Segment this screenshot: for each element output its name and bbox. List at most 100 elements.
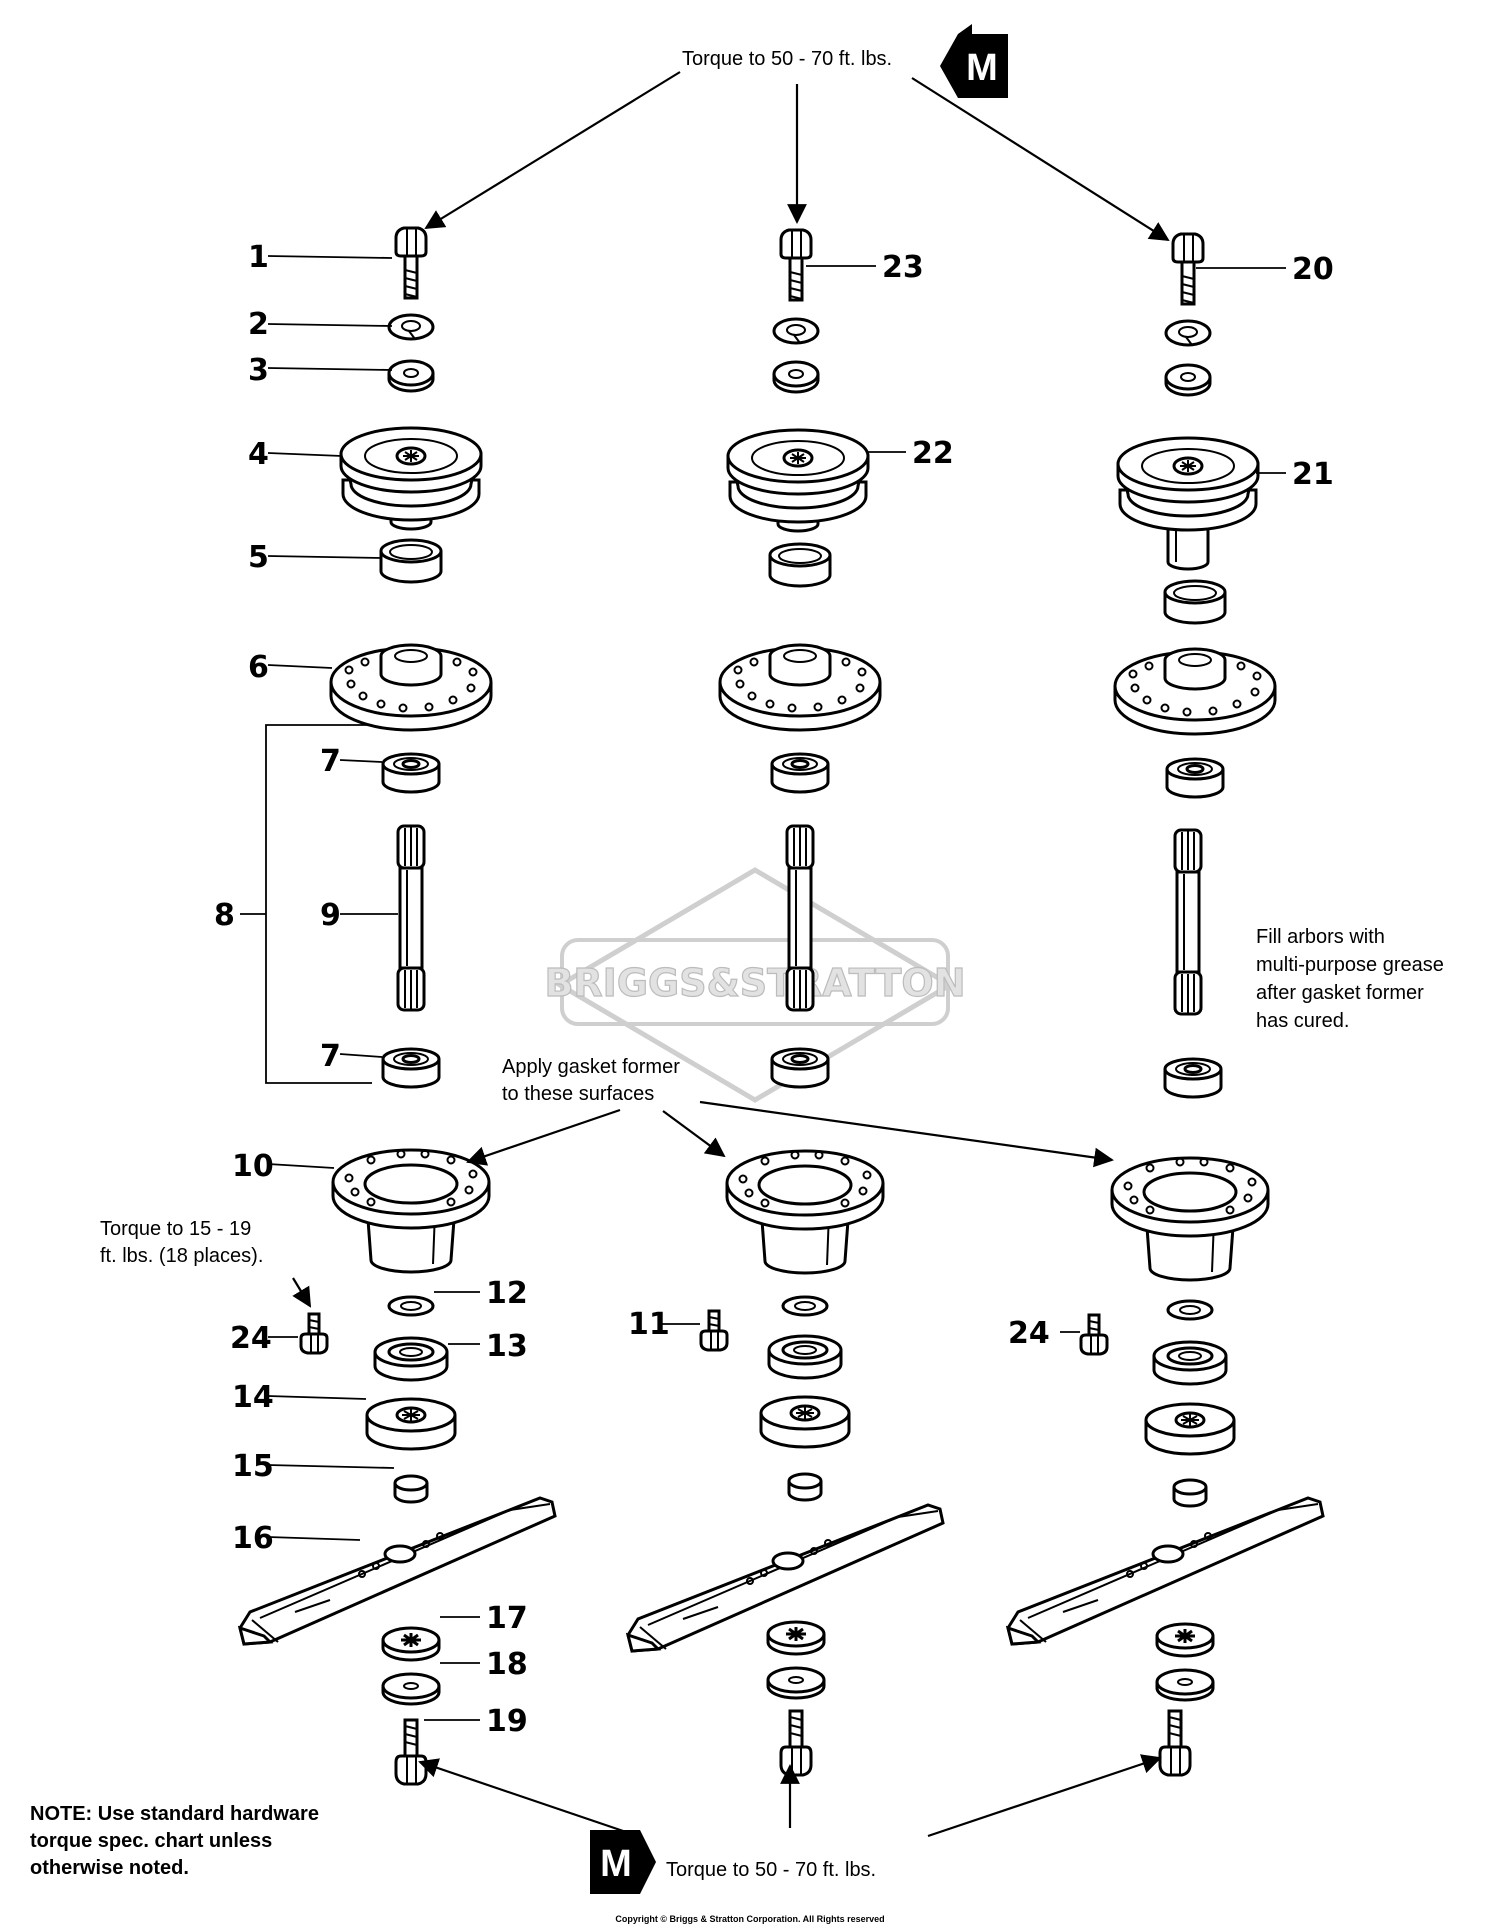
spacer-center [768, 542, 832, 588]
blade-bolt-right [1158, 1709, 1192, 1777]
part-number-22: 22 [912, 436, 954, 471]
part-number-5: 5 [248, 540, 269, 575]
part-number-16: 16 [232, 1521, 274, 1556]
part-number-15: 15 [232, 1449, 274, 1484]
pulley-22 [726, 428, 870, 533]
arbor-assembly-right [1006, 232, 1325, 1777]
spacer-small-center [787, 1472, 823, 1502]
spacer-15 [393, 1474, 429, 1504]
bearing-center-lower [770, 1047, 830, 1089]
blade-washer-18 [381, 1672, 441, 1706]
watermark-text: BRIGGS&STRATTON [544, 961, 965, 1005]
small-bolt-24-left [299, 1312, 329, 1355]
arbor-assembly-left [238, 226, 557, 1786]
upper-housing-center [718, 643, 882, 732]
brand-watermark: BRIGGS&STRATTON [544, 867, 966, 1103]
lock-washer-right [1164, 319, 1212, 347]
upper-housing-right [1113, 647, 1277, 736]
marker-m-top: M [966, 47, 998, 89]
hex-bolt-23 [779, 228, 813, 302]
arbor-shaft-center [785, 824, 815, 1012]
maintenance-marker-top: M [940, 24, 1008, 98]
part-number-24-right: 24 [1008, 1316, 1050, 1351]
blade-washer-center [766, 1666, 826, 1700]
part-number-23: 23 [882, 250, 924, 285]
part-number-20: 20 [1292, 252, 1334, 287]
lock-washer-2 [387, 313, 435, 341]
part-number-10: 10 [232, 1149, 274, 1184]
part-number-24-left: 24 [230, 1321, 272, 1356]
washer-12 [387, 1295, 435, 1317]
grease-line1: Fill arbors with [1256, 926, 1385, 948]
bearing-center-upper [770, 752, 830, 794]
part-number-8: 8 [214, 898, 235, 933]
part-number-12: 12 [486, 1276, 528, 1311]
seal-center [767, 1334, 843, 1380]
grease-line3: after gasket former [1256, 982, 1424, 1004]
arbor-shaft-right [1173, 828, 1203, 1016]
arbor-shaft-9 [396, 824, 426, 1012]
maintenance-marker-bottom: M [590, 1830, 656, 1894]
pulley-21 [1116, 436, 1260, 571]
star-washer-right [1155, 1622, 1215, 1658]
part-number-18: 18 [486, 1647, 528, 1682]
blade-adapter-center [759, 1395, 851, 1449]
small-bolt-24-right [1079, 1313, 1109, 1356]
part-number-21: 21 [1292, 457, 1334, 492]
lower-housing-center [725, 1149, 885, 1275]
washer-center [781, 1295, 829, 1317]
part-number-6: 6 [248, 650, 269, 685]
marker-m-bottom: M [600, 1843, 632, 1885]
bearing-right-upper [1165, 757, 1225, 799]
bearing-7-upper [381, 752, 441, 794]
part-number-13: 13 [486, 1329, 528, 1364]
torque-small-line1: Torque to 15 - 19 [100, 1218, 251, 1240]
copyright-text: Copyright © Briggs & Stratton Corporatio… [615, 1914, 884, 1924]
flat-washer-center [772, 360, 820, 394]
flat-washer-3 [387, 359, 435, 393]
blade-washer-right [1155, 1668, 1215, 1702]
small-bolt-11 [699, 1309, 729, 1352]
blade-bolt-center [779, 1709, 813, 1777]
spacer-5 [379, 538, 443, 584]
leader-lines [240, 255, 1286, 1721]
blade-bolt-19 [394, 1718, 428, 1786]
part-number-3: 3 [248, 353, 269, 388]
part-number-14: 14 [232, 1380, 274, 1415]
lower-housing-right [1110, 1156, 1270, 1282]
washer-right [1166, 1299, 1214, 1321]
part-number-19: 19 [486, 1704, 528, 1739]
spacer-small-right [1172, 1478, 1208, 1508]
gasket-line2: to these surfaces [502, 1083, 654, 1105]
part-number-11: 11 [628, 1307, 670, 1342]
torque-small-line2: ft. lbs. (18 places). [100, 1245, 263, 1267]
spacer-right [1163, 579, 1227, 625]
bearing-7-lower [381, 1047, 441, 1089]
hex-bolt-1 [394, 226, 428, 300]
torque-top-label: Torque to 50 - 70 ft. lbs. [682, 48, 892, 70]
lower-housing-10 [331, 1148, 491, 1274]
lock-washer-center [772, 317, 820, 345]
callout-text: Torque to 50 - 70 ft. lbs. Torque to 50 … [30, 48, 1444, 1924]
part-number-17: 17 [486, 1601, 528, 1636]
star-washer-center [766, 1620, 826, 1656]
part-number-7-upper: 7 [320, 744, 341, 779]
note-line2: torque spec. chart unless [30, 1830, 272, 1852]
blade-adapter-right [1144, 1402, 1236, 1456]
part-numbers: 1 2 3 4 5 6 7 8 9 7 10 11 12 13 14 15 16… [214, 240, 1334, 1739]
star-washer-17 [381, 1626, 441, 1662]
torque-bottom-label: Torque to 50 - 70 ft. lbs. [666, 1859, 876, 1881]
flat-washer-right [1164, 363, 1212, 397]
gasket-line1: Apply gasket former [502, 1056, 680, 1078]
grease-line2: multi-purpose grease [1256, 954, 1444, 976]
seal-right [1152, 1340, 1228, 1386]
torque-arrows [292, 71, 1170, 1838]
grease-line4: has cured. [1256, 1010, 1349, 1032]
note-line1: NOTE: Use standard hardware [30, 1803, 319, 1825]
part-number-9: 9 [320, 898, 341, 933]
part-number-2: 2 [248, 307, 269, 342]
upper-housing-6 [329, 643, 493, 732]
bearing-right-lower [1163, 1057, 1223, 1099]
